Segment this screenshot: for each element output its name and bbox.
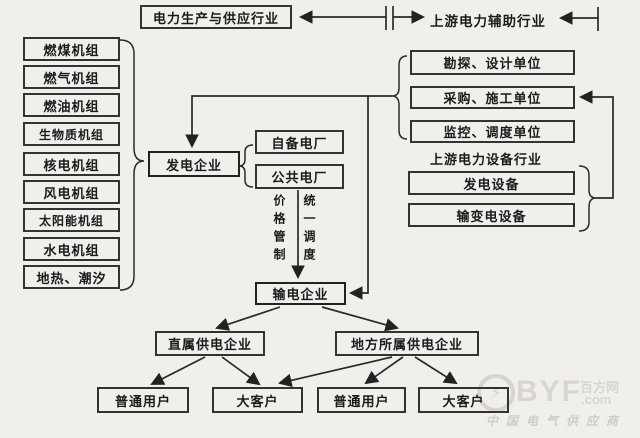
arrow-local-to-large1 (278, 356, 393, 388)
node-survey-design-unit: 勘探、设计单位 (410, 50, 575, 75)
watermark-logo-icon: ⚡ (477, 374, 515, 412)
node-public-plant: 公共电厂 (255, 164, 344, 189)
watermark-site-name: 百方网 (580, 380, 620, 395)
node-unit-hydro: 水电机组 (23, 237, 120, 261)
watermark-brand: BYF (516, 375, 582, 408)
arrow-direct-to-ordinary1 (150, 356, 206, 385)
node-monitor-dispatch-unit: 监控、调度单位 (410, 120, 575, 143)
label-price-regulation: 价格管制 (272, 194, 286, 266)
node-unit-nuclear: 核电机组 (23, 152, 120, 176)
title-equipment-industry: 上游电力设备行业 (430, 152, 543, 167)
watermark-domain: .com (581, 392, 612, 407)
node-unit-biomass: 生物质机组 (23, 122, 120, 146)
node-unit-geothermal-tidal: 地热、潮汐 (23, 265, 120, 289)
brace-auxiliary-units (391, 55, 408, 140)
arrow-direct-to-large1 (221, 356, 261, 386)
arrow-transmission-to-local (321, 306, 399, 332)
node-transmission-company: 输电企业 (255, 282, 346, 305)
brace-equipment (578, 165, 597, 232)
arrow-local-to-ordinary2 (364, 356, 404, 385)
node-unit-solar: 太阳能机组 (23, 208, 120, 232)
node-direct-supply-company: 直属供电企业 (155, 331, 265, 356)
node-local-supply-company: 地方所属供电企业 (335, 331, 479, 356)
node-large-customer-1: 大客户 (212, 387, 303, 413)
node-ordinary-user-2: 普通用户 (317, 387, 406, 413)
watermark-tagline: 中国电气供应商 (486, 414, 627, 428)
label-unified-dispatch: 统一调度 (302, 194, 316, 266)
title-right-industry: 上游电力辅助行业 (430, 14, 546, 29)
node-transmission-equipment: 输变电设备 (408, 203, 575, 227)
arrow-local-to-large2 (414, 356, 458, 385)
node-generation-equipment: 发电设备 (408, 171, 575, 195)
node-generation-company: 发电企业 (148, 151, 240, 177)
node-captive-plant: 自备电厂 (255, 130, 344, 154)
brace-generation-units (119, 39, 145, 291)
brace-plants (238, 144, 254, 188)
arrow-transmission-to-direct (215, 306, 281, 331)
node-ordinary-user-1: 普通用户 (97, 387, 189, 413)
node-unit-gas: 燃气机组 (23, 65, 120, 89)
arrow-equipment-to-procurement (578, 90, 614, 199)
node-large-customer-2: 大客户 (418, 387, 509, 413)
arrow-aux-to-transmission (348, 96, 369, 300)
node-unit-coal: 燃煤机组 (23, 37, 120, 61)
node-left-industry: 电力生产与供应行业 (140, 5, 292, 29)
node-unit-wind: 风电机组 (23, 180, 120, 204)
node-unit-oil: 燃油机组 (23, 93, 120, 117)
node-procure-construct-unit: 采购、施工单位 (410, 86, 575, 109)
